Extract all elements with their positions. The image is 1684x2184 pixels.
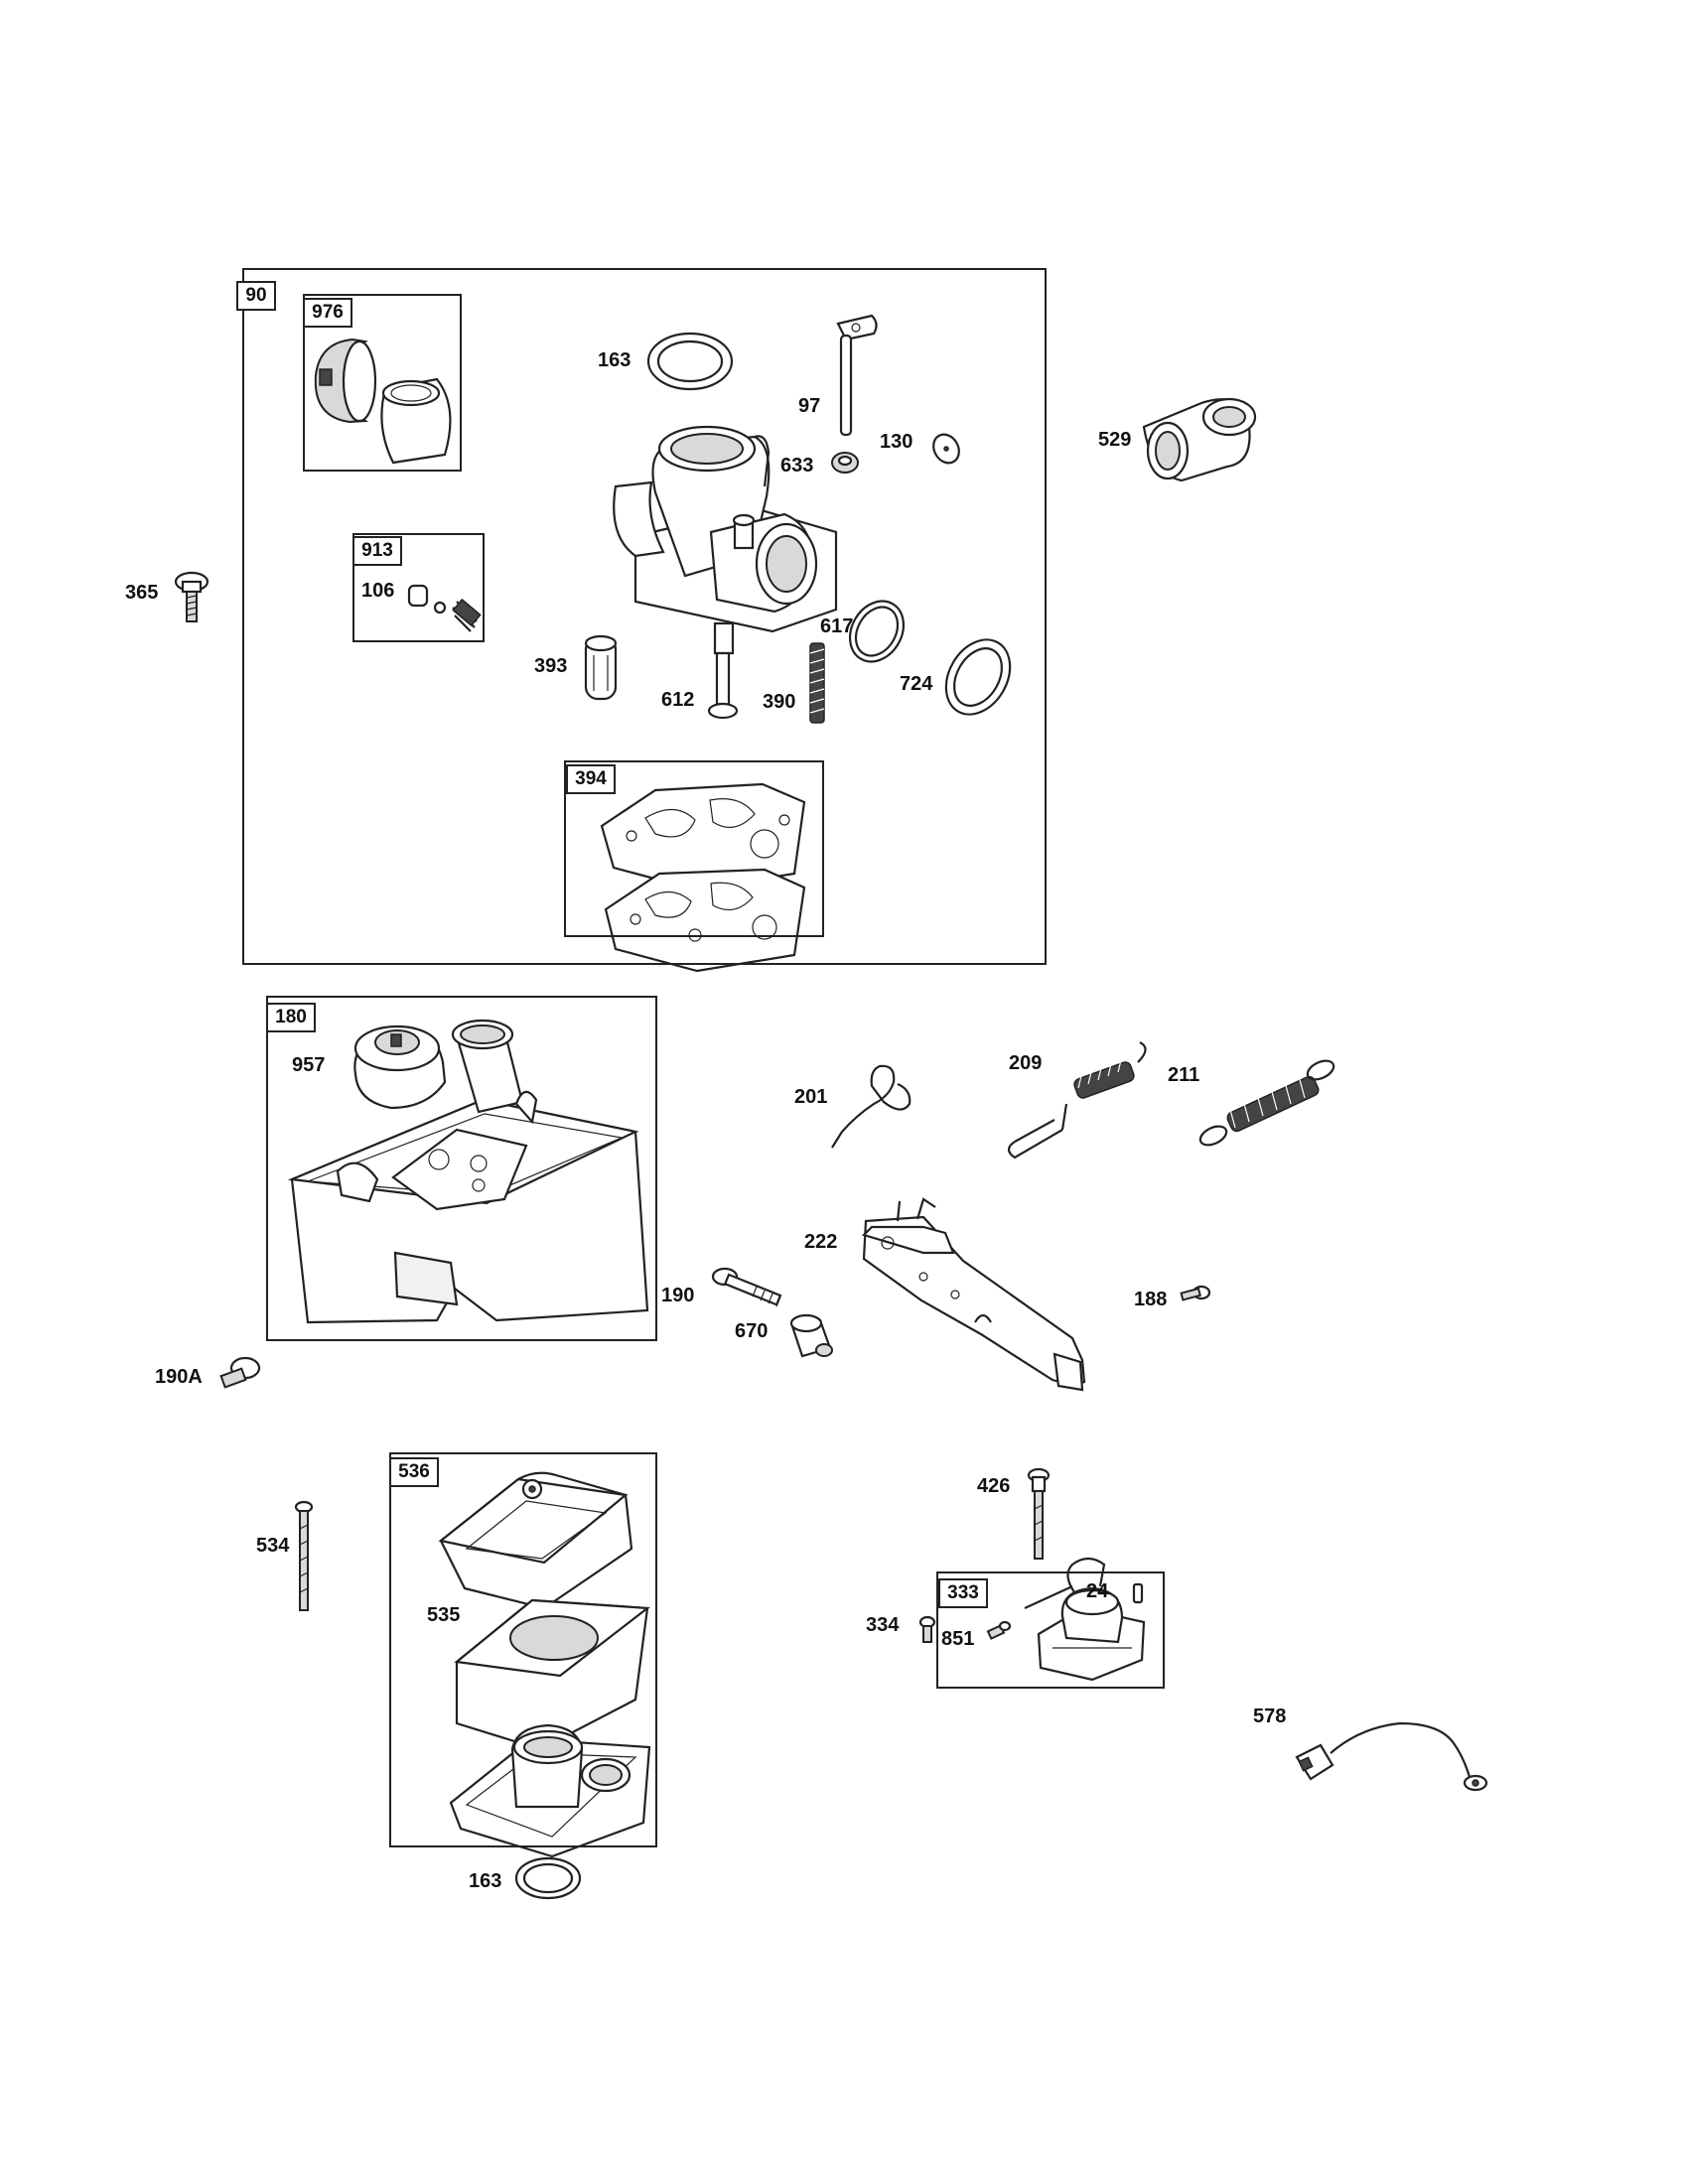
label-393: 393: [534, 655, 568, 677]
link-201-illustration: [831, 1064, 912, 1149]
duct-tube-illustration: [380, 377, 452, 465]
pipe-612-illustration: [707, 651, 739, 720]
tag-913: 913: [352, 536, 402, 566]
spring-209-illustration: [1007, 1041, 1147, 1160]
screw-190a-illustration: [219, 1356, 261, 1389]
label-617: 617: [820, 615, 854, 637]
bolt-190-illustration: [711, 1267, 782, 1307]
air-cleaner-frame: [389, 1452, 657, 1847]
label-188: 188: [1134, 1289, 1168, 1310]
label-334: 334: [866, 1614, 900, 1636]
duct-kit-frame: [303, 294, 462, 472]
label-534: 534: [256, 1535, 290, 1557]
fuel-cap-illustration: [353, 1024, 447, 1110]
label-97: 97: [798, 395, 821, 417]
ground-wire-illustration: [1295, 1721, 1488, 1792]
air-filter-illustration: [454, 1598, 650, 1751]
label-633: 633: [780, 455, 814, 477]
tag-394: 394: [566, 764, 616, 794]
label-163-top: 163: [598, 349, 632, 371]
screw-365-illustration: [174, 571, 210, 622]
label-209: 209: [1009, 1052, 1043, 1074]
bolt-426-illustration: [1027, 1467, 1051, 1560]
spring-390-illustration: [809, 642, 825, 724]
tag-180: 180: [266, 1003, 316, 1032]
fuel-tank-illustration: [287, 1019, 649, 1324]
label-578: 578: [1253, 1706, 1287, 1727]
label-201: 201: [794, 1086, 828, 1108]
tag-90: 90: [236, 281, 276, 311]
duct-ring-illustration: [314, 338, 377, 424]
needle-kit-illustration: [407, 584, 482, 632]
spacer-670-illustration: [789, 1313, 833, 1358]
label-957: 957: [292, 1054, 326, 1076]
float-393-illustration: [584, 634, 618, 701]
gasket-724-illustration: [944, 638, 1012, 716]
pin-24-illustration: [1132, 1582, 1144, 1604]
seal-633-illustration: [831, 452, 859, 474]
carburetor-assembly-frame: [242, 268, 1047, 965]
bracket-222-illustration: [861, 1197, 1086, 1392]
needle-kit-frame: [352, 533, 485, 642]
valve-130-illustration: [932, 433, 960, 465]
spring-211-illustration: [1198, 1059, 1335, 1147]
air-cleaner-cover-illustration: [438, 1471, 633, 1610]
gasket-163b-illustration: [514, 1856, 582, 1900]
label-190a: 190A: [155, 1366, 203, 1388]
label-365: 365: [125, 582, 159, 604]
oring-617-illustration: [848, 600, 906, 663]
fuel-tank-frame: [266, 996, 657, 1341]
label-190: 190: [661, 1285, 695, 1306]
label-529: 529: [1098, 429, 1132, 451]
label-24: 24: [1086, 1580, 1109, 1602]
screw-188-illustration: [1180, 1285, 1211, 1301]
armature-frame: [936, 1571, 1165, 1689]
gasket-set-frame: [564, 760, 824, 937]
tag-536: 536: [389, 1457, 439, 1487]
air-cleaner-base-illustration: [449, 1723, 651, 1858]
gasket-set-illustration: [600, 782, 806, 973]
label-851: 851: [941, 1628, 975, 1650]
label-612: 612: [661, 689, 695, 711]
armature-illustration: [1024, 1557, 1146, 1682]
label-222: 222: [804, 1231, 838, 1253]
label-130: 130: [880, 431, 913, 453]
carburetor-body-illustration: [613, 425, 838, 655]
elbow-529-illustration: [1142, 397, 1257, 482]
label-535: 535: [427, 1604, 461, 1626]
label-211: 211: [1168, 1064, 1200, 1086]
label-390: 390: [763, 691, 796, 713]
label-670: 670: [735, 1320, 769, 1342]
tag-976: 976: [303, 298, 352, 328]
label-724: 724: [900, 673, 933, 695]
screw-851-illustration: [986, 1620, 1012, 1640]
screw-534-illustration: [294, 1500, 314, 1611]
label-426: 426: [977, 1475, 1011, 1497]
gasket-163-illustration: [646, 332, 734, 391]
shaft-97-illustration: [836, 314, 878, 437]
label-163-bottom: 163: [469, 1870, 502, 1892]
tag-333: 333: [938, 1578, 988, 1608]
label-106: 106: [361, 580, 395, 602]
screw-334-illustration: [918, 1615, 936, 1643]
